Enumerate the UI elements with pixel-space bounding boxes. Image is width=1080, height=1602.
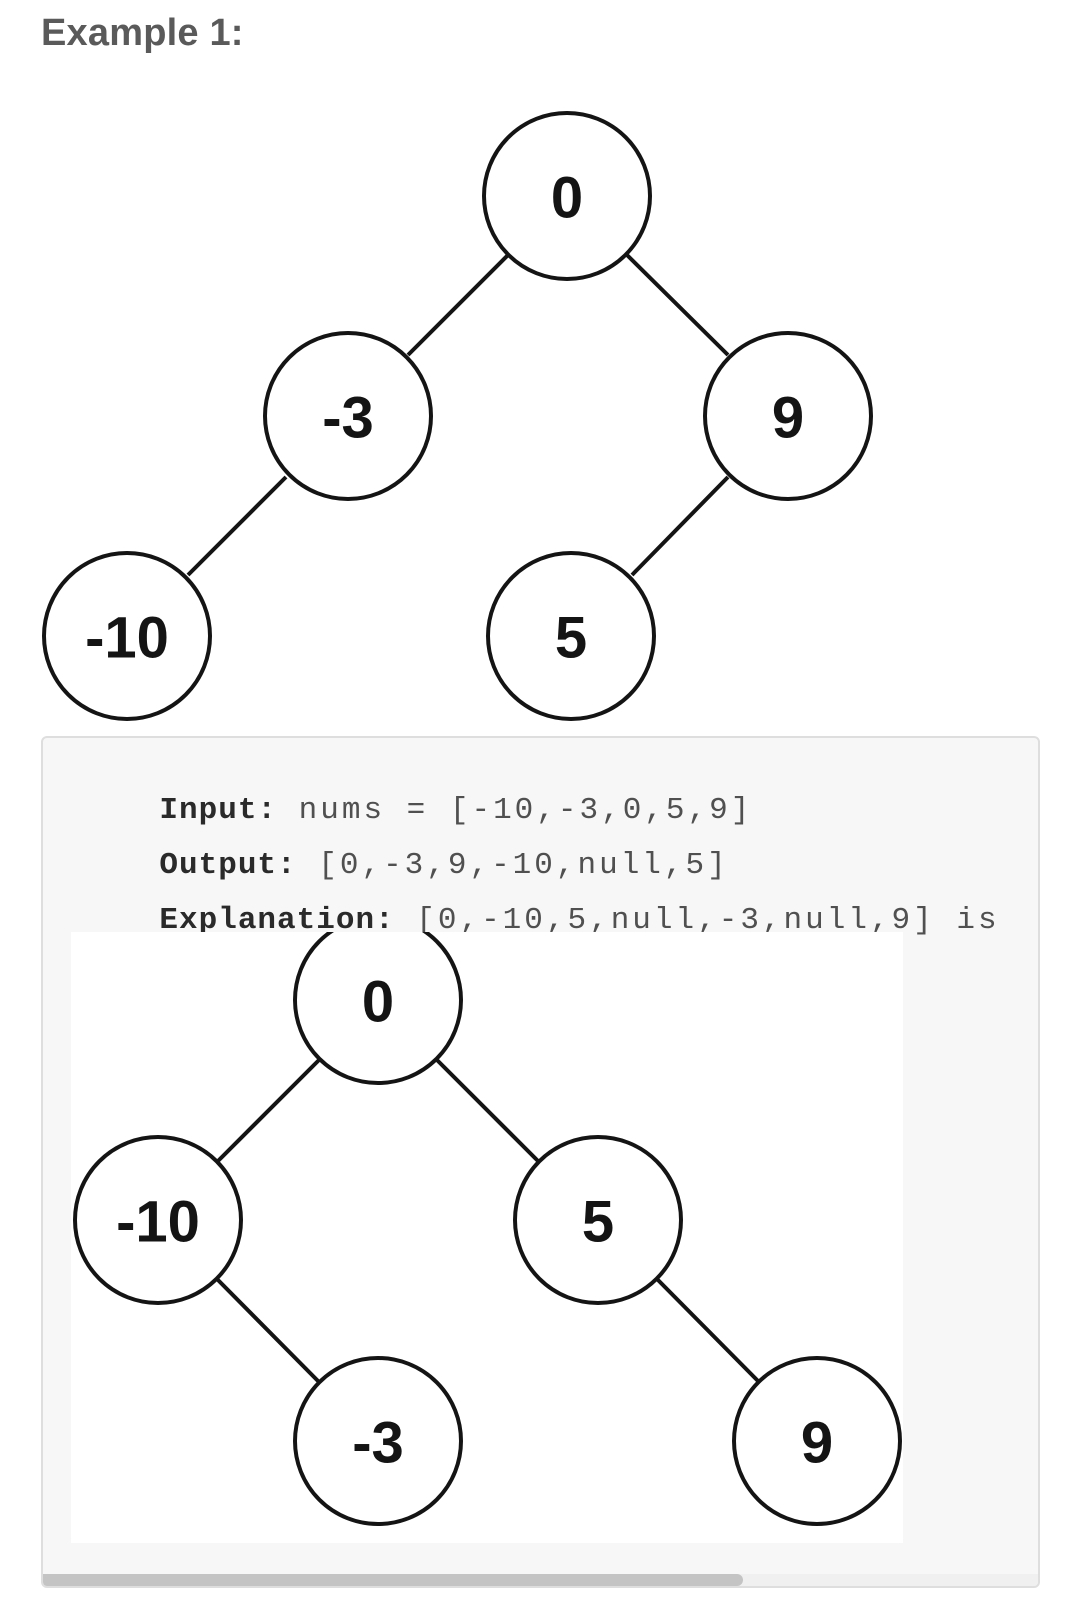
output-value: [0,-3,9,-10,null,5] xyxy=(296,848,729,883)
tree-node: 9 xyxy=(703,331,873,501)
tree-node-label: 5 xyxy=(582,1190,614,1255)
tree-diagram-alternative: 0 -10 5 -3 9 xyxy=(73,932,902,1526)
input-value: nums = [-10,-3,0,5,9] xyxy=(277,793,753,828)
tree-node-label: -10 xyxy=(85,606,169,671)
tree-node: -10 xyxy=(42,551,212,721)
tree-node-label: 0 xyxy=(362,970,394,1035)
horizontal-scrollbar[interactable] xyxy=(43,1574,1038,1586)
example-code-block[interactable]: Input: nums = [-10,-3,0,5,9] Output: [0,… xyxy=(41,736,1040,1588)
tree-node: 9 xyxy=(732,1356,902,1526)
tree-node-label: 0 xyxy=(551,166,583,231)
tree-node: 5 xyxy=(486,551,656,721)
tree-node: 0 xyxy=(293,932,463,1085)
tree-node-label: -3 xyxy=(352,1411,404,1476)
tree-node-label: -3 xyxy=(322,386,374,451)
tree-edge xyxy=(186,475,288,577)
output-line: Output: [0,-3,9,-10,null,5] xyxy=(73,813,729,918)
tree-edge xyxy=(435,1058,541,1164)
tree-node: -3 xyxy=(293,1356,463,1526)
tree-node-label: 9 xyxy=(801,1411,833,1476)
example-title: Example 1: xyxy=(41,12,244,54)
tree-edge xyxy=(215,1277,321,1384)
tree-node: -3 xyxy=(263,331,433,501)
explanation-tree-image: 0 -10 5 -3 9 xyxy=(71,932,903,1543)
input-line: Input: nums = [-10,-3,0,5,9] xyxy=(73,758,752,863)
scrollbar-thumb[interactable] xyxy=(43,1574,743,1586)
tree-node: 0 xyxy=(482,111,652,281)
input-label: Input: xyxy=(159,793,278,828)
tree-edge xyxy=(215,1058,321,1164)
tree-node-label: 5 xyxy=(555,606,587,671)
tree-node: 5 xyxy=(513,1135,683,1305)
output-label: Output: xyxy=(159,848,297,883)
tree-node: -10 xyxy=(73,1135,243,1305)
tree-edge xyxy=(655,1277,761,1384)
tree-node-label: 9 xyxy=(772,386,804,451)
tree-edge xyxy=(625,253,730,357)
tree-node-label: -10 xyxy=(116,1190,200,1255)
tree-diagram-input: 0 -3 9 -10 5 xyxy=(42,111,873,721)
tree-edge xyxy=(406,253,510,357)
tree-edge xyxy=(630,475,730,577)
